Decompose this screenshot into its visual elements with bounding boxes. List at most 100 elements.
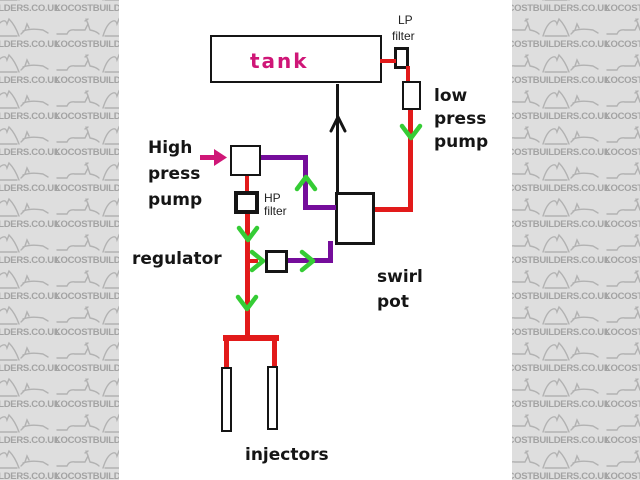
- high-press-pump-label-line3: pump: [148, 190, 203, 210]
- watermark-text: LOCOSTBUILDERS.CO.UK: [495, 327, 611, 338]
- watermark-text: LOCOSTBUILDERS.CO.UK: [55, 219, 171, 230]
- injectors-label: injectors: [245, 445, 329, 465]
- watermark-text: LOCOSTBUILDERS.CO.UK: [605, 183, 640, 194]
- swirl-pot-label: swirl pot: [377, 265, 423, 315]
- low-press-pump-label-line1: low: [434, 86, 468, 106]
- watermark-text: LOCOSTBUILDERS.CO.UK: [495, 111, 611, 122]
- high-press-pump-box: [230, 145, 261, 176]
- watermark-tile: LOCOSTBUILDERS.CO.UK: [495, 196, 611, 232]
- flow-arrow-up-icon: [294, 174, 318, 192]
- return-flow-up-arrow-icon: [329, 114, 347, 133]
- fuel-line-regulator-stub: [248, 259, 258, 263]
- watermark-tile: LOCOSTBUILDERS.CO.UK: [605, 88, 640, 124]
- high-press-pump-label-line2: press: [148, 164, 201, 184]
- high-press-pump-label: High press pump: [148, 135, 202, 213]
- watermark-text: LOCOSTBUILDERS.CO.UK: [495, 39, 611, 50]
- watermark-tile: LOCOSTBUILDERS.CO.UK: [0, 448, 61, 480]
- diagram-canvas: tank LP filter low press pump swirl pot: [119, 0, 512, 480]
- watermark-text: LOCOSTBUILDERS.CO.UK: [0, 291, 61, 302]
- flow-arrow-down-icon: [235, 294, 259, 312]
- watermark-text: LOCOSTBUILDERS.CO.UK: [0, 3, 61, 14]
- watermark-text: LOCOSTBUILDERS.CO.UK: [495, 399, 611, 410]
- low-press-pump-label: low press pump: [434, 85, 488, 154]
- watermark-text: LOCOSTBUILDERS.CO.UK: [495, 255, 611, 266]
- swirl-pot-label-line2: pot: [377, 292, 409, 312]
- injector-left-box: [221, 367, 232, 432]
- watermark-tile: LOCOSTBUILDERS.CO.UK: [495, 376, 611, 412]
- low-press-pump-label-line2: press: [434, 109, 487, 129]
- watermark-text: LOCOSTBUILDERS.CO.UK: [55, 327, 171, 338]
- watermark-text: LOCOSTBUILDERS.CO.UK: [0, 363, 61, 374]
- watermark-text: LOCOSTBUILDERS.CO.UK: [55, 75, 171, 86]
- watermark-tile: LOCOSTBUILDERS.CO.UK: [605, 376, 640, 412]
- watermark-text: LOCOSTBUILDERS.CO.UK: [0, 183, 61, 194]
- watermark-tile: LOCOSTBUILDERS.CO.UK: [605, 448, 640, 480]
- transfer-line-into-swirl-pot: [303, 205, 336, 210]
- watermark-tile: LOCOSTBUILDERS.CO.UK: [605, 268, 640, 304]
- lp-filter-box: [394, 47, 409, 69]
- watermark-tile: LOCOSTBUILDERS.CO.UK: [495, 0, 611, 16]
- watermark-text: LOCOSTBUILDERS.CO.UK: [605, 471, 640, 480]
- watermark-tile: LOCOSTBUILDERS.CO.UK: [495, 412, 611, 448]
- watermark-text: LOCOSTBUILDERS.CO.UK: [0, 111, 61, 122]
- flow-arrow-down-icon: [399, 123, 423, 141]
- watermark-text: LOCOSTBUILDERS.CO.UK: [605, 291, 640, 302]
- watermark-tile: LOCOSTBUILDERS.CO.UK: [0, 88, 61, 124]
- watermark-text: LOCOSTBUILDERS.CO.UK: [55, 471, 171, 480]
- pointer-arrow-magenta-icon: [200, 149, 227, 166]
- watermark-text: LOCOSTBUILDERS.CO.UK: [605, 327, 640, 338]
- watermark-tile: LOCOSTBUILDERS.CO.UK: [495, 340, 611, 376]
- watermark-text: LOCOSTBUILDERS.CO.UK: [495, 363, 611, 374]
- watermark-text: LOCOSTBUILDERS.CO.UK: [495, 471, 611, 480]
- fuel-line-into-swirl-pot: [375, 207, 413, 212]
- watermark-text: LOCOSTBUILDERS.CO.UK: [495, 147, 611, 158]
- low-press-pump-box: [402, 81, 421, 110]
- watermark-tile: LOCOSTBUILDERS.CO.UK: [0, 196, 61, 232]
- watermark-tile: LOCOSTBUILDERS.CO.UK: [605, 52, 640, 88]
- watermark-text: LOCOSTBUILDERS.CO.UK: [0, 147, 61, 158]
- regulator-box: [265, 250, 288, 273]
- watermark-text: LOCOSTBUILDERS.CO.UK: [0, 219, 61, 230]
- watermark-text: LOCOSTBUILDERS.CO.UK: [0, 255, 61, 266]
- fuel-line-hp-pump-to-filter: [245, 176, 249, 192]
- watermark-tile: LOCOSTBUILDERS.CO.UK: [605, 0, 640, 16]
- watermark-tile: LOCOSTBUILDERS.CO.UK: [0, 412, 61, 448]
- watermark-text: LOCOSTBUILDERS.CO.UK: [605, 399, 640, 410]
- watermark-text: LOCOSTBUILDERS.CO.UK: [605, 147, 640, 158]
- watermark-tile: LOCOSTBUILDERS.CO.UK: [605, 196, 640, 232]
- low-press-pump-label-line3: pump: [434, 132, 489, 152]
- watermark-tile: LOCOSTBUILDERS.CO.UK: [0, 160, 61, 196]
- watermark-text: LOCOSTBUILDERS.CO.UK: [55, 111, 171, 122]
- regulator-label: regulator: [132, 249, 222, 269]
- watermark-tile: LOCOSTBUILDERS.CO.UK: [605, 304, 640, 340]
- watermark-text: LOCOSTBUILDERS.CO.UK: [55, 39, 171, 50]
- high-press-pump-label-line1: High: [148, 138, 193, 158]
- fuel-line-lp-filter-to-pump: [406, 66, 410, 83]
- watermark-text: LOCOSTBUILDERS.CO.UK: [0, 399, 61, 410]
- watermark-text: LOCOSTBUILDERS.CO.UK: [55, 183, 171, 194]
- watermark-tile: LOCOSTBUILDERS.CO.UK: [0, 340, 61, 376]
- watermark-text: LOCOSTBUILDERS.CO.UK: [55, 363, 171, 374]
- watermark-tile: LOCOSTBUILDERS.CO.UK: [605, 16, 640, 52]
- watermark-text: LOCOSTBUILDERS.CO.UK: [495, 3, 611, 14]
- fuel-line-pump-down: [408, 108, 413, 212]
- watermark-text: LOCOSTBUILDERS.CO.UK: [55, 435, 171, 446]
- watermark-text: LOCOSTBUILDERS.CO.UK: [495, 291, 611, 302]
- swirl-pot-label-line1: swirl: [377, 267, 423, 287]
- tank-box: [210, 35, 382, 83]
- hp-filter-box: [234, 191, 259, 214]
- watermark-text: LOCOSTBUILDERS.CO.UK: [495, 435, 611, 446]
- injector-right-box: [267, 366, 278, 430]
- watermark-tile: LOCOSTBUILDERS.CO.UK: [605, 340, 640, 376]
- watermark-text: LOCOSTBUILDERS.CO.UK: [495, 219, 611, 230]
- flow-arrow-right-icon: [299, 249, 316, 273]
- watermark-text: LOCOSTBUILDERS.CO.UK: [55, 291, 171, 302]
- watermark-text: LOCOSTBUILDERS.CO.UK: [605, 363, 640, 374]
- watermark-text: LOCOSTBUILDERS.CO.UK: [605, 219, 640, 230]
- watermark-text: LOCOSTBUILDERS.CO.UK: [605, 39, 640, 50]
- watermark-tile: LOCOSTBUILDERS.CO.UK: [495, 448, 611, 480]
- watermark-tile: LOCOSTBUILDERS.CO.UK: [605, 160, 640, 196]
- watermark-tile: LOCOSTBUILDERS.CO.UK: [605, 232, 640, 268]
- watermark-tile: LOCOSTBUILDERS.CO.UK: [605, 124, 640, 160]
- tank-label: tank: [250, 49, 309, 73]
